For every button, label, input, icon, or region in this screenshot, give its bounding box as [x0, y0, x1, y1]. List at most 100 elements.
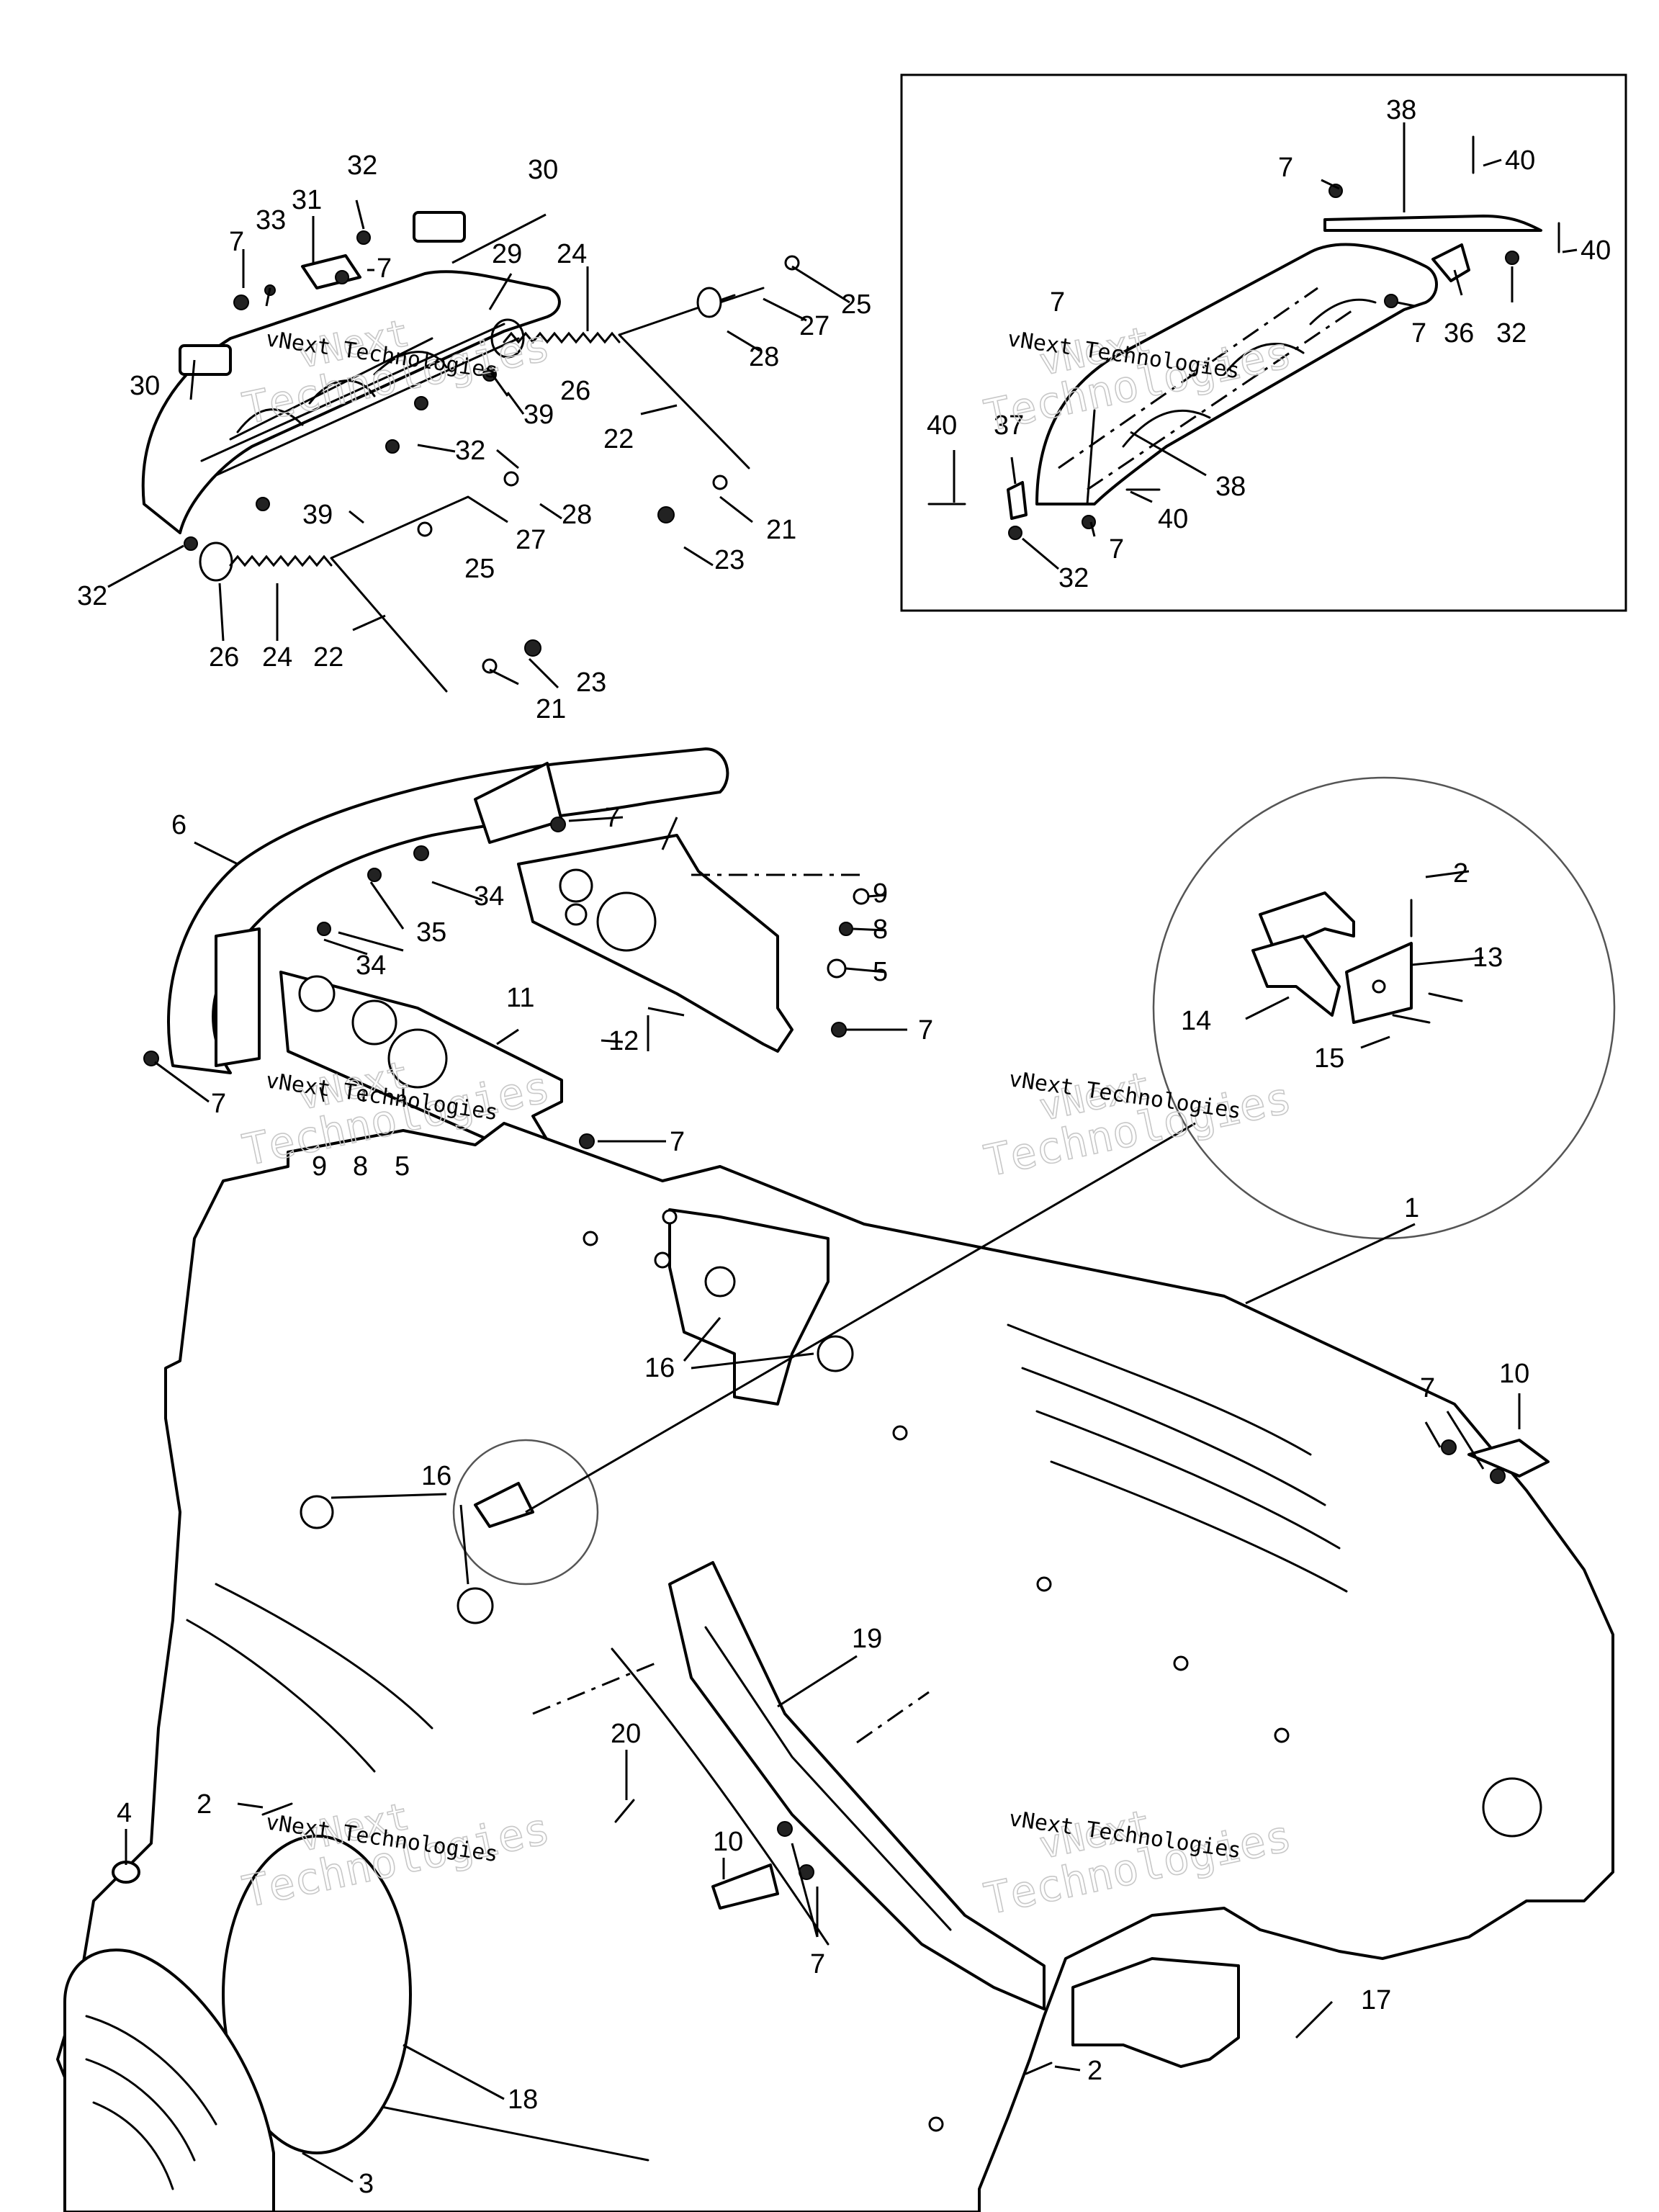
callout-7e: 7: [1411, 318, 1426, 349]
callout-23b: 23: [576, 667, 606, 698]
callout-7a: 7: [229, 227, 244, 257]
bracket-10-lower: [711, 1863, 779, 1910]
callout-26a: 26: [560, 376, 590, 406]
callout-32b: 32: [455, 436, 485, 466]
bracket-30-right: [413, 211, 466, 243]
callout-7k: 7: [1420, 1373, 1435, 1403]
handle-38: [1323, 215, 1542, 232]
callout-25a: 25: [841, 289, 871, 320]
callout-14: 14: [1181, 1006, 1211, 1036]
rivet-20: [614, 1799, 635, 1823]
callout-39b: 39: [302, 500, 333, 530]
callout-22b: 22: [313, 642, 343, 673]
callout-38a: 38: [1386, 95, 1416, 125]
callout-7f: 7: [1109, 534, 1124, 565]
bracket-31: [301, 254, 361, 289]
callout-8b: 8: [353, 1151, 368, 1182]
callout-26b: 26: [209, 642, 239, 673]
callout-18: 18: [508, 2085, 538, 2115]
callout-37: 37: [994, 410, 1024, 441]
inset-frame: [900, 73, 1627, 612]
bracket-12: [517, 834, 870, 1053]
callout-40c: 40: [927, 410, 957, 441]
callout-32a: 32: [347, 150, 377, 181]
leader-lines: [107, 122, 1578, 2183]
bottom-pan-1: [56, 1122, 1614, 2212]
callout-1: 1: [1404, 1193, 1419, 1223]
bracket-36: [1431, 243, 1470, 282]
callout-4: 4: [117, 1798, 132, 1828]
grommet-4: [112, 1861, 140, 1884]
callout-19: 19: [852, 1624, 882, 1654]
rivet-2a: [261, 1802, 293, 1816]
callout-38b: 38: [1215, 472, 1246, 502]
callout-6: 6: [171, 810, 186, 840]
callout-20: 20: [611, 1719, 641, 1749]
callout-40d: 40: [1158, 504, 1188, 534]
callout-40a: 40: [1505, 145, 1535, 176]
panel-18: [222, 1835, 412, 2154]
callout-22a: 22: [603, 424, 634, 454]
callout-7l: 7: [810, 1949, 825, 1979]
callout-7h: 7: [918, 1015, 933, 1046]
callout-10a: 10: [1499, 1359, 1529, 1389]
panel-17: [1071, 1957, 1240, 2068]
callout-16b: 16: [421, 1461, 451, 1491]
callout-21a: 21: [766, 515, 796, 545]
callout-7c: 7: [1278, 153, 1293, 183]
callout-32c: 32: [77, 581, 107, 611]
callout-28b: 28: [562, 500, 592, 530]
callout-13: 13: [1473, 943, 1503, 973]
callout-36: 36: [1444, 318, 1474, 349]
callout-35: 35: [416, 917, 446, 948]
callout-3: 3: [359, 2169, 374, 2199]
callout-2a: 2: [1453, 858, 1468, 889]
bracket-11: [279, 971, 595, 1161]
callout-7b: 7: [377, 253, 392, 284]
callout-31: 31: [292, 185, 322, 215]
bracket-37: [1007, 481, 1028, 520]
callout-34a: 34: [474, 881, 504, 912]
callout-9b: 9: [312, 1151, 327, 1182]
callout-39a: 39: [523, 400, 554, 430]
callout-2b: 2: [197, 1789, 212, 1820]
callout-30b: 30: [130, 371, 160, 401]
callout-27a: 27: [799, 311, 830, 341]
callout-24a: 24: [557, 239, 587, 269]
callout-12: 12: [608, 1026, 639, 1056]
callout-16a: 16: [644, 1353, 675, 1383]
bracket-30-left: [179, 344, 232, 376]
callout-7g: 7: [605, 803, 620, 833]
callout-7j: 7: [670, 1127, 685, 1157]
callout-21b: 21: [536, 694, 566, 724]
callout-32e: 32: [1058, 563, 1089, 593]
callout-23a: 23: [714, 545, 745, 575]
callout-5b: 5: [395, 1151, 410, 1182]
callout-2c: 2: [1087, 2056, 1102, 2086]
callout-29: 29: [492, 239, 522, 269]
rear-frame-assembly: [927, 135, 1560, 540]
callout-24b: 24: [262, 642, 292, 673]
callout-40b: 40: [1581, 235, 1611, 266]
rear-bumper-6: [143, 747, 729, 1074]
watermark-4: vNext Technologies: [979, 1064, 1296, 1187]
callout-27b: 27: [516, 525, 546, 555]
callout-17: 17: [1361, 1985, 1391, 2015]
spring-24-lower: [229, 554, 333, 567]
detail-circle-small: [452, 1439, 599, 1586]
callout-30a: 30: [528, 155, 558, 185]
callout-10b: 10: [713, 1827, 743, 1857]
callout-5a: 5: [873, 957, 888, 987]
callout-7i: 7: [211, 1089, 226, 1119]
bracket-10-right: [1467, 1439, 1550, 1478]
rivet-2b: [1025, 2062, 1053, 2075]
callout-9a: 9: [873, 878, 888, 909]
callout-34b: 34: [356, 950, 386, 981]
cover-3: [63, 1861, 275, 2212]
callout-11: 11: [506, 983, 534, 1013]
callout-15: 15: [1314, 1043, 1344, 1074]
callout-25b: 25: [464, 554, 495, 584]
rail-19: [532, 1561, 1046, 2010]
bumper-assembly: [141, 211, 800, 693]
